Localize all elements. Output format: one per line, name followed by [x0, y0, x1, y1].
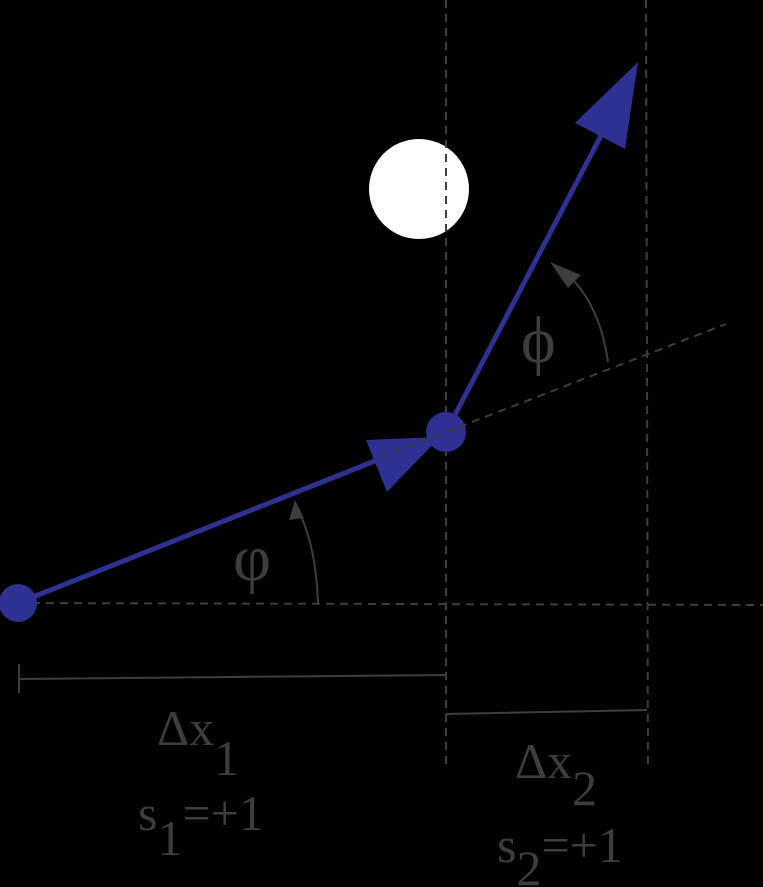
vector-1-arrowhead	[366, 437, 440, 492]
vertical-guide-2	[645, 0, 649, 771]
dx2-label: Δx2	[515, 733, 597, 816]
horizontal-baseline	[17, 602, 763, 606]
vector-2-arrowhead	[575, 62, 638, 149]
extension-line-through-joint	[379, 422, 471, 458]
dx1-label: Δx1	[157, 700, 239, 786]
vector-2-shaft	[443, 126, 608, 434]
start-node	[0, 584, 37, 622]
s1-label: s1=+1	[138, 785, 264, 866]
angle-arrowhead-phi2	[550, 262, 581, 288]
angle-label-phi1: φ	[233, 522, 271, 595]
angle-arc-phi1	[297, 509, 319, 604]
extension-line	[445, 323, 727, 433]
dimension-line-dx2	[445, 709, 648, 715]
s2-label: s2=+1	[497, 817, 623, 887]
obstacle-circle	[369, 139, 469, 239]
angle-label-phi2: ϕ	[521, 304, 556, 377]
angle-arrowhead-phi1	[289, 500, 304, 520]
dimension-line-dx1	[18, 674, 447, 680]
angle-arc-phi2	[567, 274, 609, 363]
vector-1-shaft	[17, 440, 421, 606]
